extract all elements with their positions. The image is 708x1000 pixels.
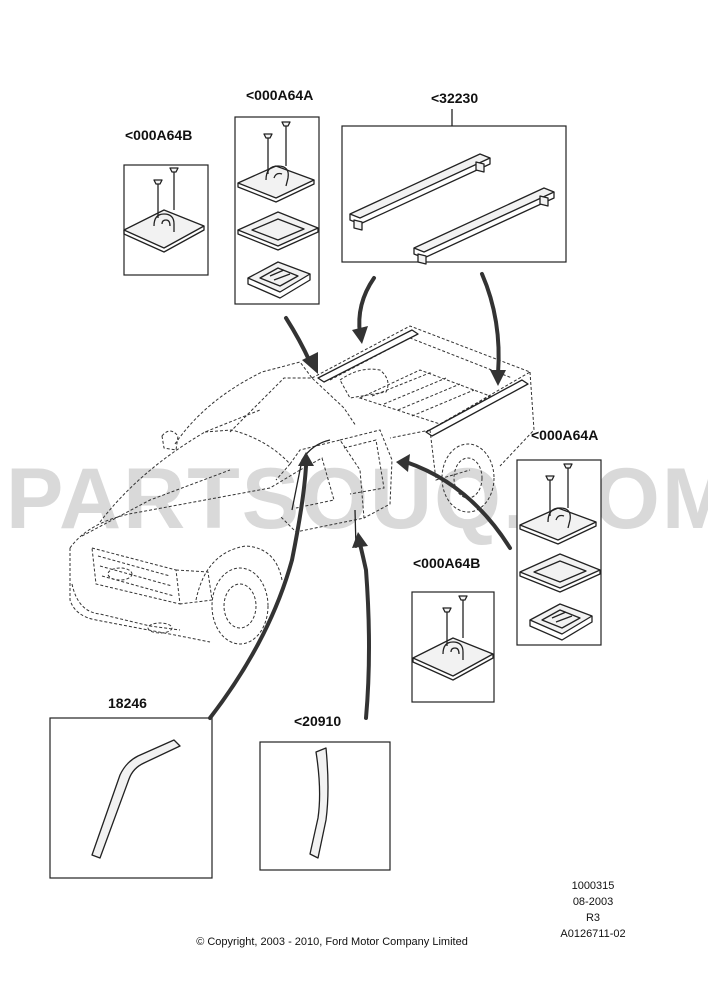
watermark: PARTSOUQ.COM bbox=[6, 451, 708, 547]
callout-clip-kit-a-right: <000A64A bbox=[531, 427, 598, 443]
callout-clip-kit-a-upper: <000A64A bbox=[246, 87, 313, 103]
copyright-notice: © Copyright, 2003 - 2010, Ford Motor Com… bbox=[196, 936, 468, 948]
molding-part bbox=[91, 739, 181, 859]
callout-molding: 18246 bbox=[108, 695, 147, 711]
doc-number: 1000315 bbox=[572, 880, 615, 892]
roof-rails-box bbox=[341, 125, 567, 263]
truck-illustration bbox=[69, 325, 535, 645]
doc-date: 08-2003 bbox=[573, 896, 613, 908]
callout-clip-kit-b-lower: <000A64B bbox=[413, 555, 480, 571]
callout-roof-rails: <32230 bbox=[431, 90, 478, 106]
illustration-id: A0126711-02 bbox=[560, 928, 625, 940]
callout-clip-kit-b-upper-left: <000A64B bbox=[125, 127, 192, 143]
callout-weatherstrip: <20910 bbox=[294, 713, 341, 729]
pointer-arrows bbox=[208, 272, 512, 720]
doc-revision: R3 bbox=[586, 912, 600, 924]
weatherstrip-part bbox=[309, 747, 329, 859]
molding-box bbox=[49, 717, 213, 879]
